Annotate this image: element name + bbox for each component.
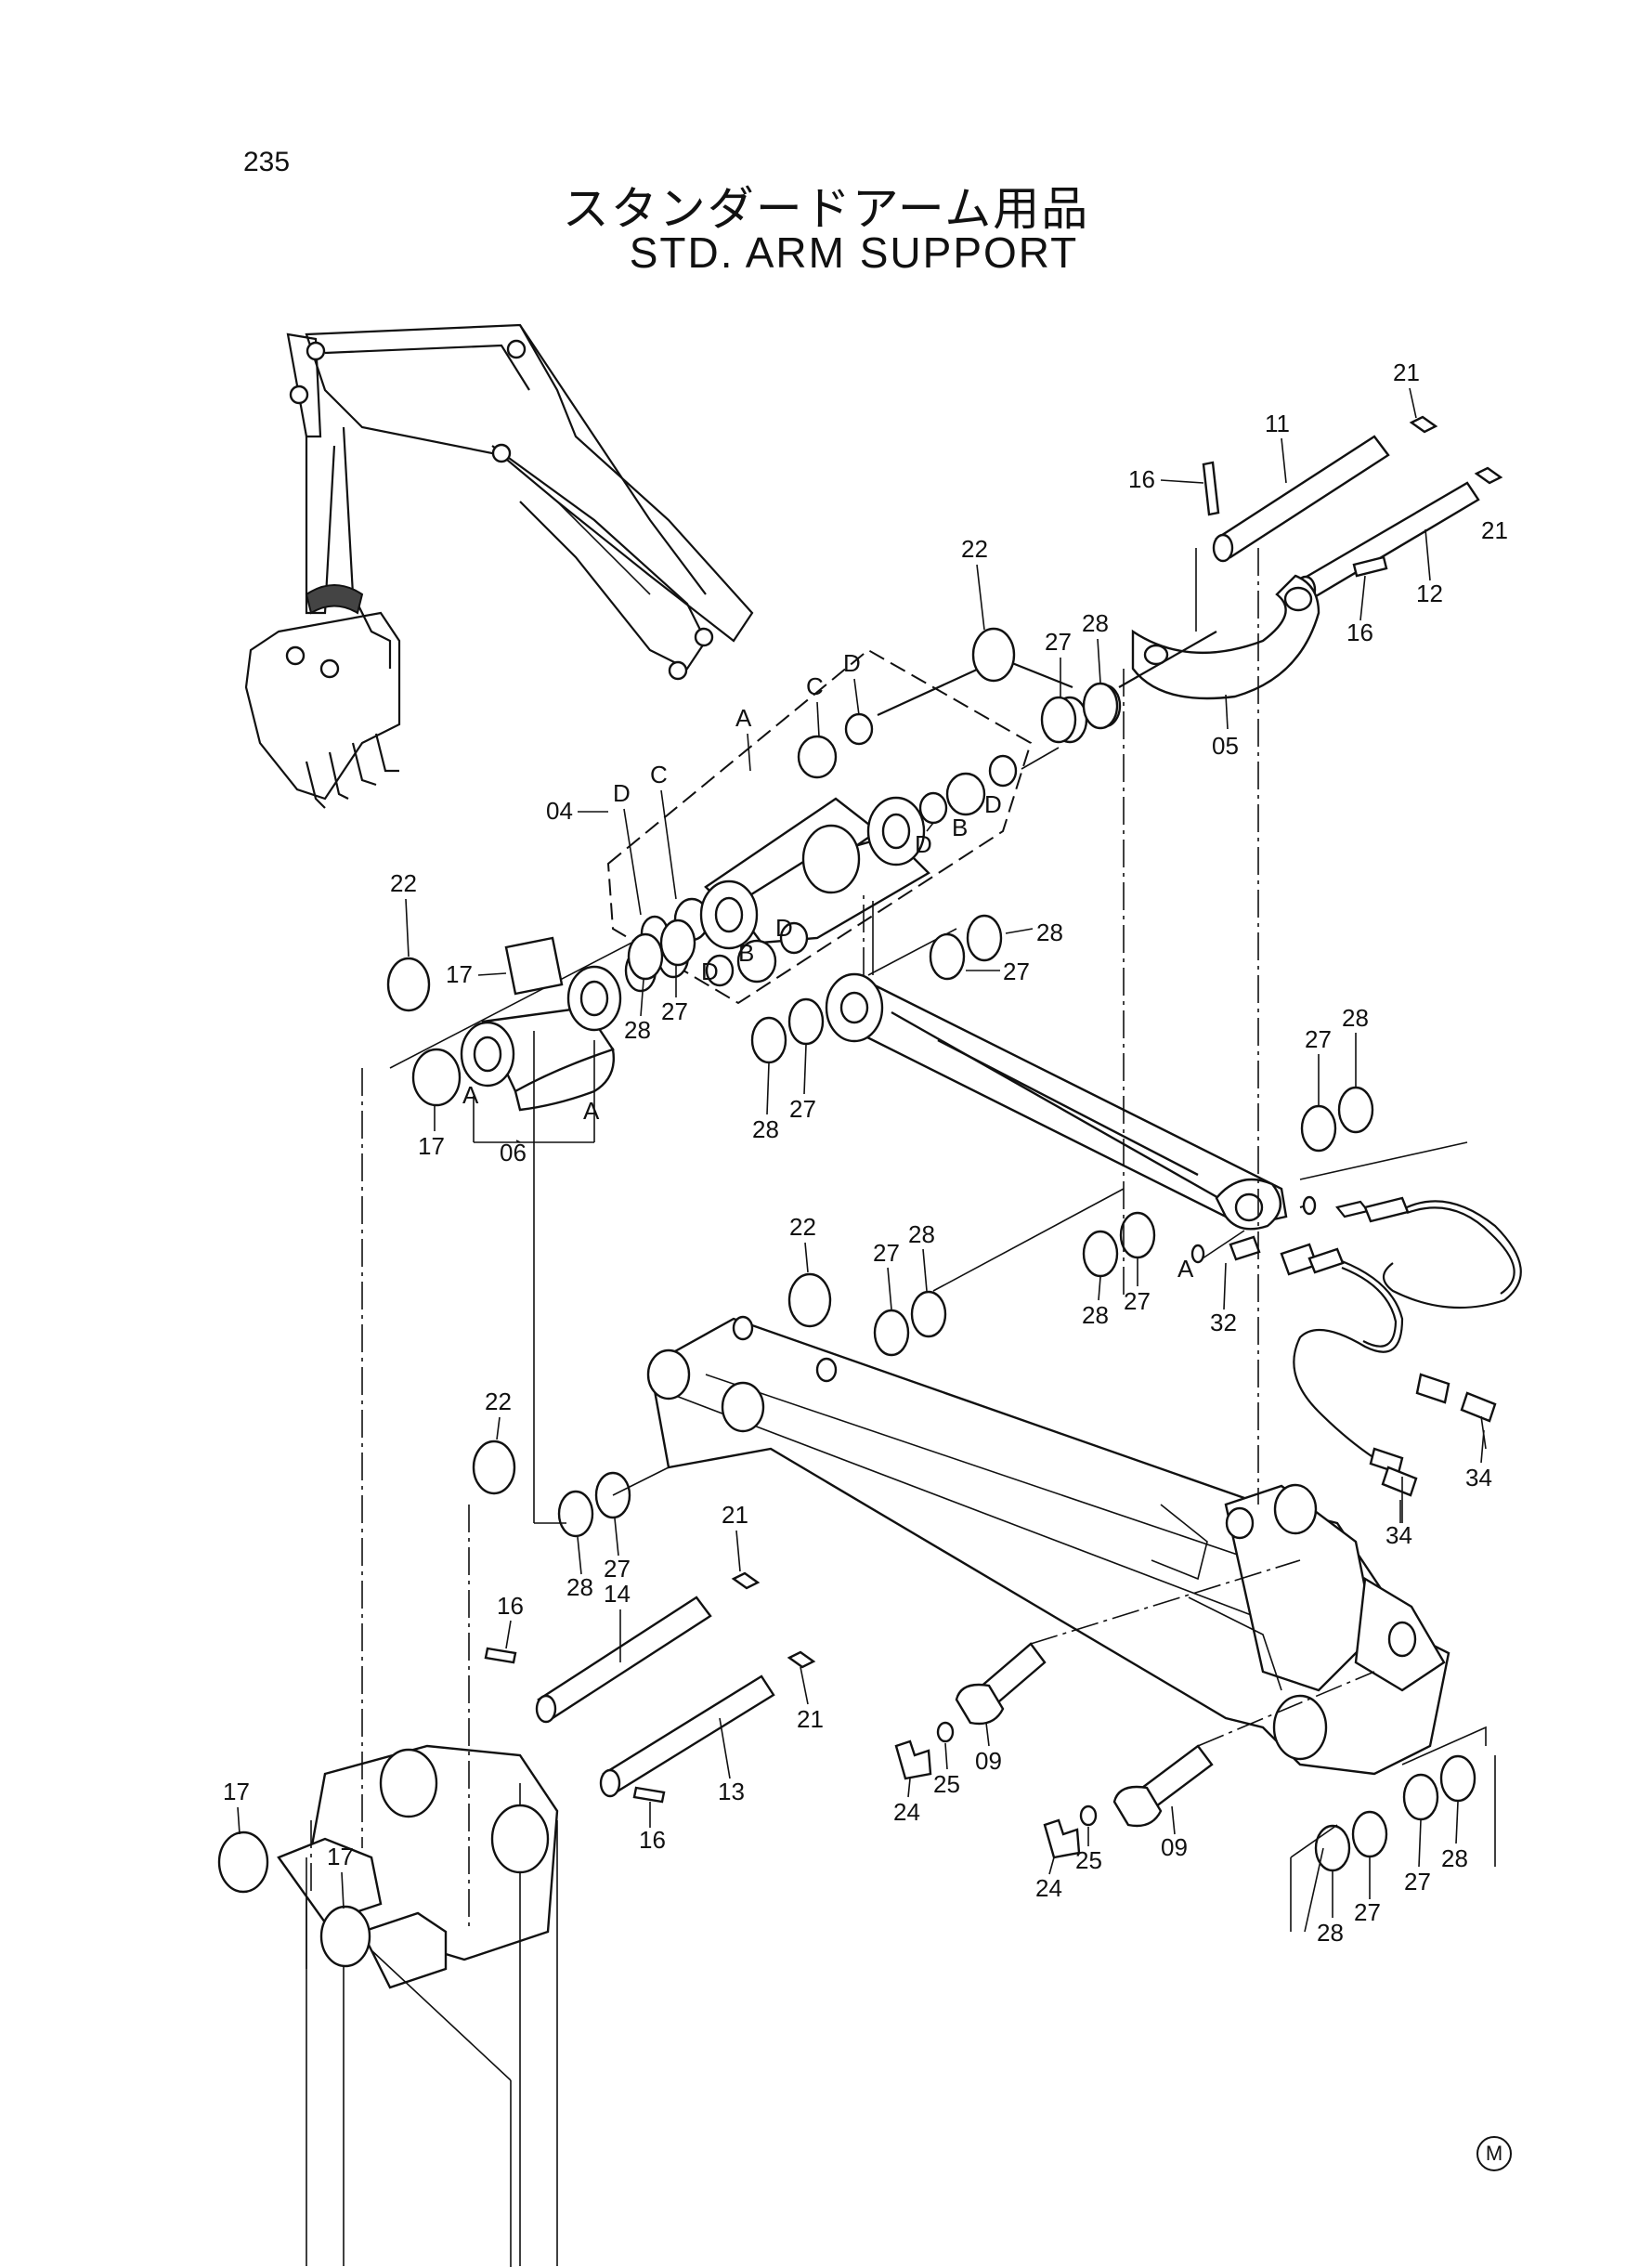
callout-27: 27 — [1003, 958, 1030, 985]
callout-17: 17 — [327, 1843, 354, 1870]
callout-17: 17 — [418, 1132, 445, 1160]
page-title-japanese: スタンダードアーム用品 — [562, 182, 1090, 236]
callout-D: D — [775, 914, 793, 942]
callout-28: 28 — [1036, 919, 1063, 946]
callout-28: 28 — [752, 1115, 779, 1143]
callout-14: 14 — [604, 1580, 631, 1608]
callout-labels: 22 21 11 16 21 12 16 27 28 05 A C D D C … — [223, 358, 1508, 1947]
callout-25: 25 — [933, 1770, 960, 1798]
callout-21: 21 — [722, 1501, 748, 1529]
leader-lines — [361, 548, 1259, 1932]
callout-B: B — [952, 814, 968, 841]
callout-28: 28 — [1082, 609, 1109, 637]
callout-27: 27 — [1404, 1868, 1431, 1896]
callout-22: 22 — [485, 1388, 512, 1415]
hydraulic-hoses — [1190, 1195, 1522, 1523]
callout-28: 28 — [624, 1016, 651, 1044]
callout-25: 25 — [1075, 1846, 1102, 1874]
callout-A: A — [735, 704, 752, 732]
callout-16: 16 — [1346, 619, 1373, 646]
o-ring-22-lower — [472, 1440, 516, 1495]
page-title-english: STD. ARM SUPPORT — [629, 228, 1079, 277]
callout-17: 17 — [223, 1778, 250, 1805]
callout-28: 28 — [908, 1220, 935, 1248]
boom-end — [217, 1744, 559, 2267]
excavator-overview-illustration — [244, 323, 754, 809]
callout-34: 34 — [1465, 1464, 1492, 1492]
callout-C: C — [650, 761, 668, 788]
callout-D: D — [701, 958, 719, 985]
callout-21: 21 — [797, 1705, 824, 1733]
callout-21: 21 — [1393, 358, 1420, 386]
arm-cylinder — [825, 901, 1468, 1259]
callout-D: D — [843, 649, 861, 677]
callout-27: 27 — [1305, 1025, 1332, 1053]
o-ring-22-left — [386, 957, 431, 1012]
callout-A: A — [462, 1081, 479, 1109]
callout-13: 13 — [718, 1778, 745, 1805]
callout-17: 17 — [446, 960, 473, 988]
callout-28: 28 — [1082, 1301, 1109, 1329]
m-mark-icon: M — [1476, 2136, 1512, 2171]
o-ring-22-top — [971, 627, 1016, 683]
callout-27: 27 — [789, 1095, 816, 1123]
callout-27: 27 — [1124, 1287, 1151, 1315]
callout-22: 22 — [390, 869, 417, 897]
callout-16: 16 — [497, 1592, 524, 1620]
callout-09: 09 — [1161, 1833, 1188, 1861]
callout-04: 04 — [546, 797, 573, 825]
callout-05: 05 — [1212, 732, 1239, 760]
callout-D: D — [984, 790, 1002, 818]
callout-24: 24 — [1035, 1874, 1062, 1902]
callout-28: 28 — [1342, 1004, 1369, 1032]
callout-16: 16 — [639, 1826, 666, 1854]
callout-27: 27 — [604, 1555, 631, 1583]
callout-28: 28 — [1441, 1844, 1468, 1872]
callout-24: 24 — [893, 1798, 920, 1826]
arm-frame — [646, 1315, 1450, 1776]
spacer-links-06 — [411, 934, 690, 1143]
callout-27: 27 — [873, 1239, 900, 1267]
callout-27: 27 — [661, 997, 688, 1025]
lower-pins — [484, 1559, 1496, 1933]
callout-A: A — [583, 1097, 600, 1125]
callout-D: D — [915, 830, 932, 858]
o-ring-22-mid — [787, 1272, 832, 1328]
callout-12: 12 — [1416, 580, 1443, 607]
callout-34: 34 — [1385, 1521, 1412, 1549]
callout-09: 09 — [975, 1747, 1002, 1775]
callout-28: 28 — [1317, 1919, 1344, 1947]
callout-22: 22 — [961, 535, 988, 563]
callout-D: D — [613, 779, 631, 807]
callout-A: A — [1177, 1255, 1194, 1283]
callout-21: 21 — [1481, 516, 1508, 544]
callout-27: 27 — [1354, 1898, 1381, 1926]
callout-28: 28 — [566, 1573, 593, 1601]
callout-16: 16 — [1128, 465, 1155, 493]
callout-11: 11 — [1265, 410, 1290, 437]
callout-B: B — [738, 939, 754, 967]
callout-22: 22 — [789, 1213, 816, 1241]
page-number: 235 — [243, 147, 291, 177]
callout-27: 27 — [1045, 628, 1072, 656]
callout-06: 06 — [500, 1139, 527, 1166]
link-assembly-04 — [389, 648, 1060, 1069]
callout-32: 32 — [1210, 1309, 1237, 1336]
callout-C: C — [806, 672, 824, 700]
